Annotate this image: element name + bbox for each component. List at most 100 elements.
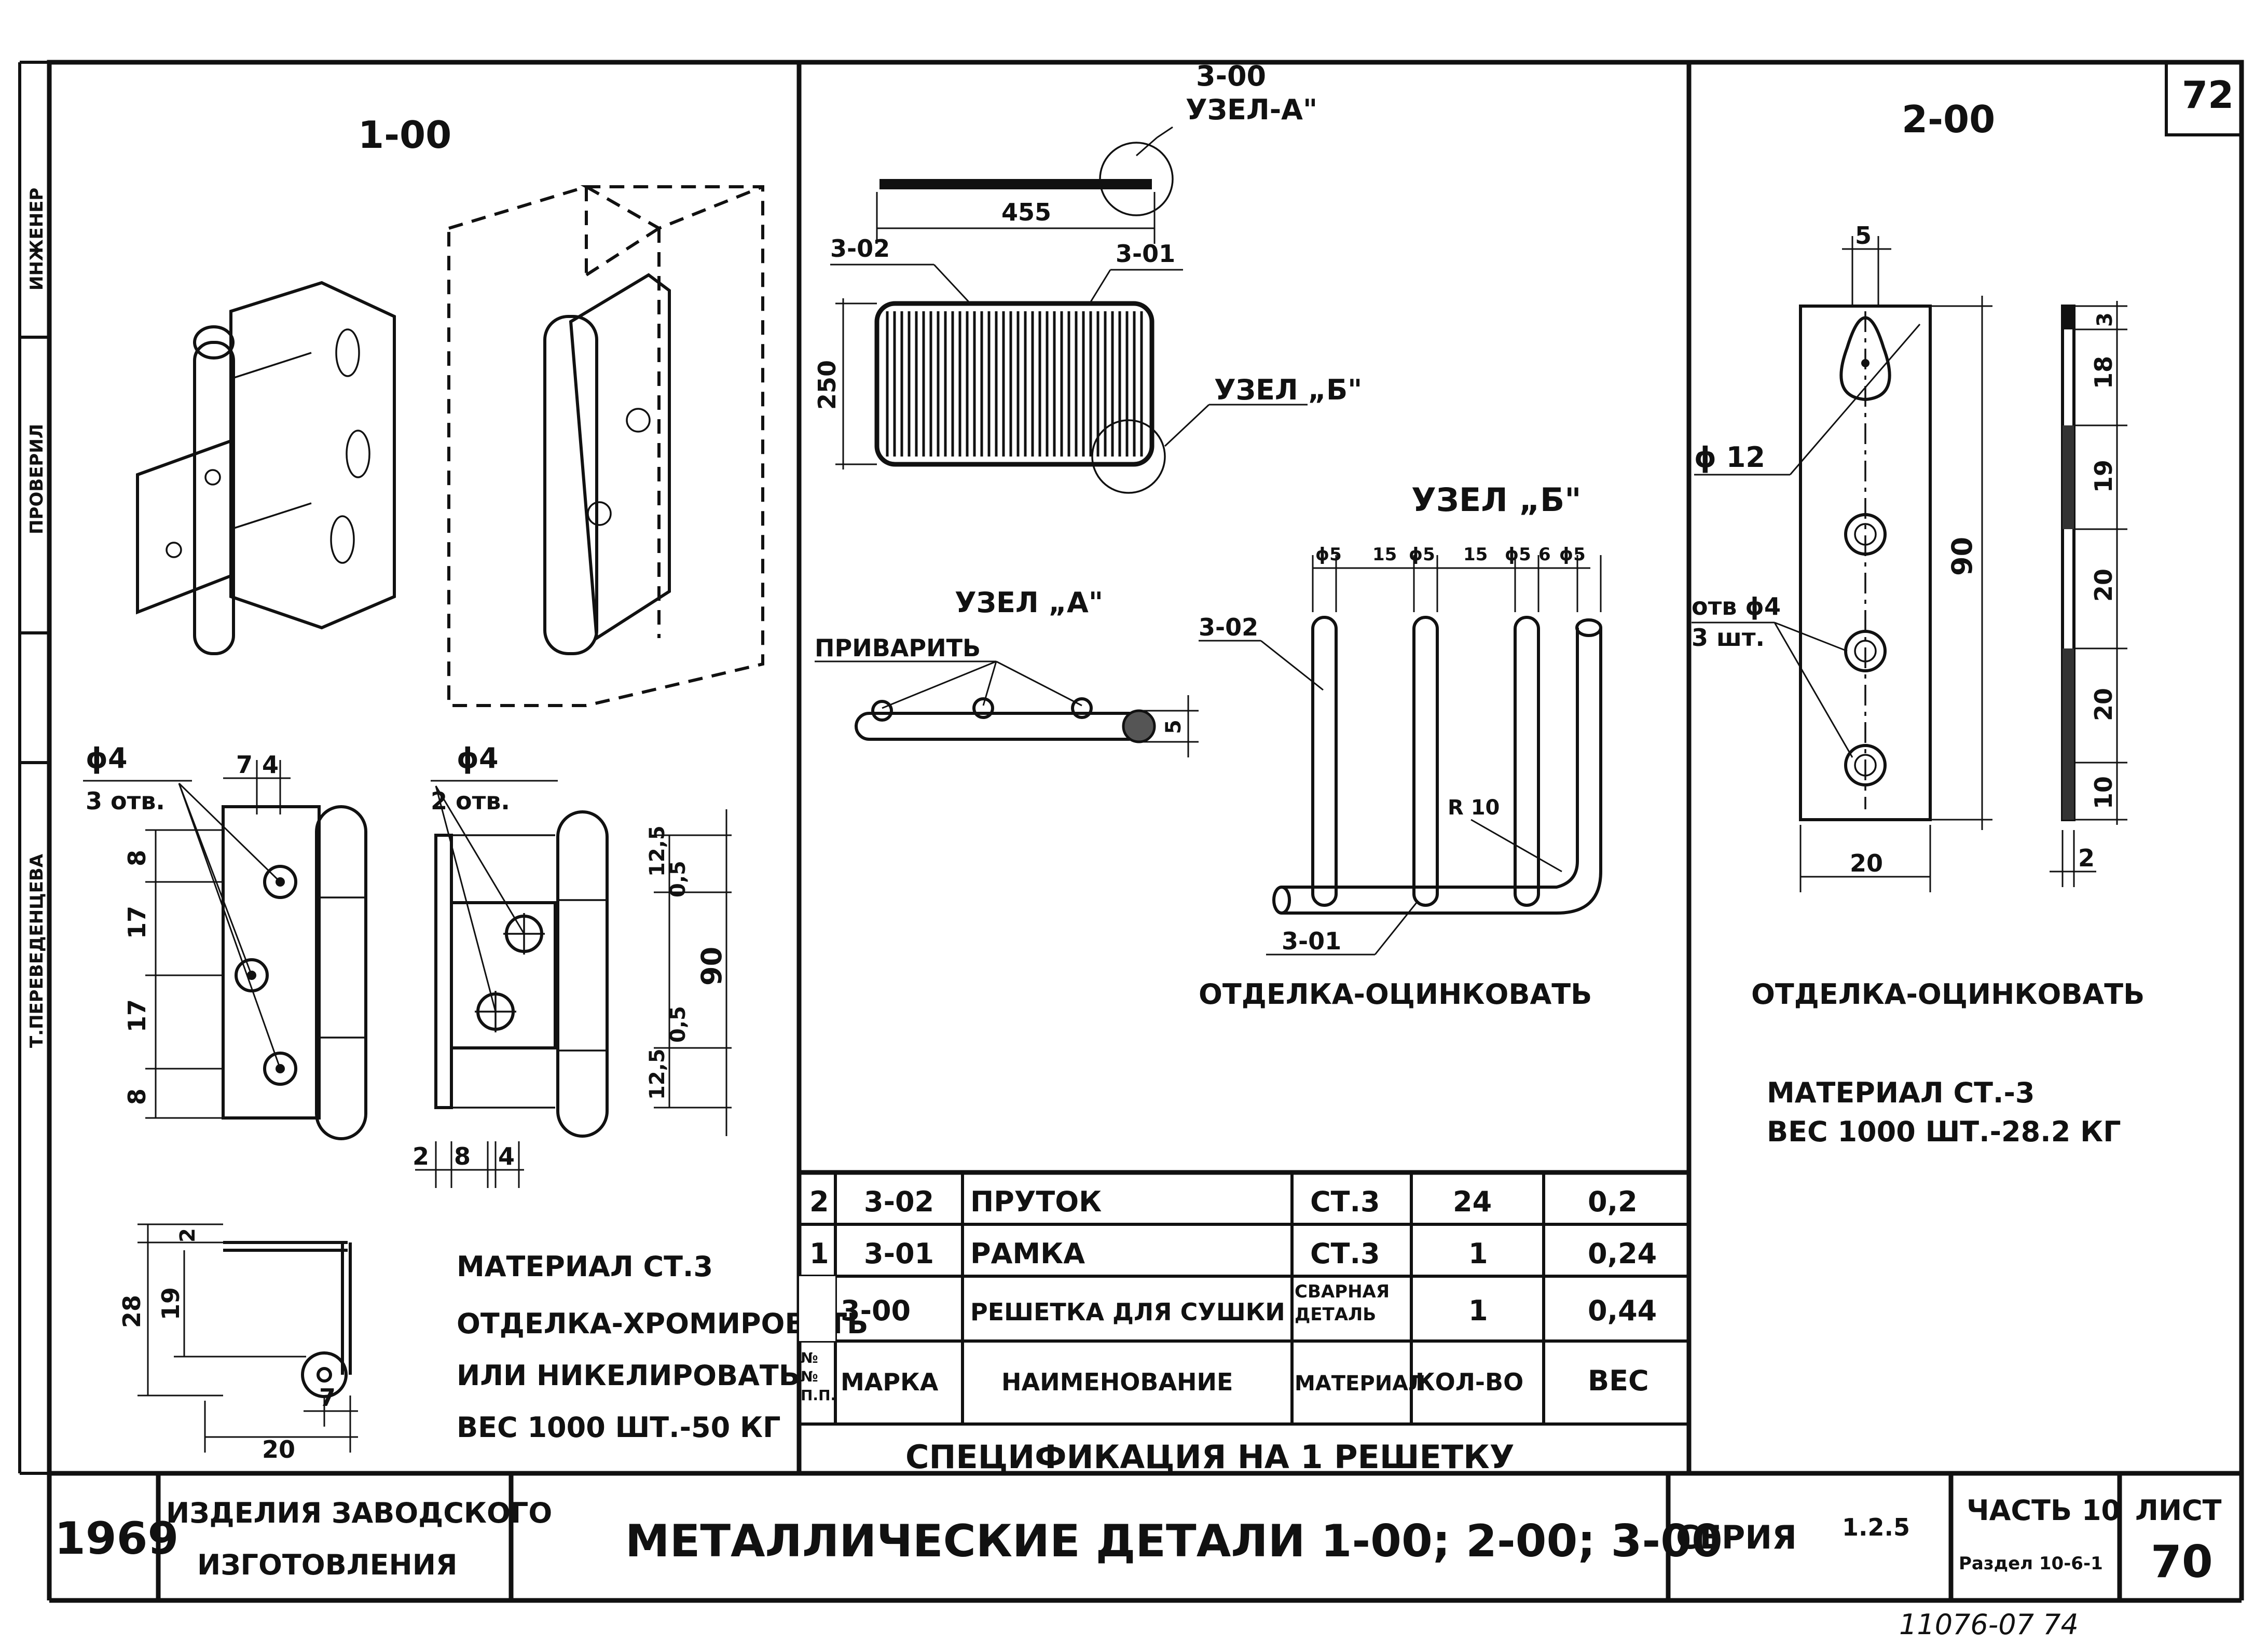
title-part-label: ЧАСТЬ 10	[1967, 1494, 2121, 1527]
part-3-height: 250	[813, 360, 841, 410]
hinge-profile-view: 2 28 19 7 20	[118, 1223, 358, 1463]
part-1-profile-dim-2: 19	[157, 1287, 185, 1320]
part-2-finish: ОТДЕЛКА-ОЦИНКОВАТЬ	[1751, 978, 2145, 1011]
part-1-finish-2: ИЛИ НИКЕЛИРОВАТЬ	[457, 1359, 800, 1392]
margin-stamp-drawn: Т.ПЕРЕВЕДЕНЦЕВА	[26, 853, 47, 1048]
part-2-00: 2-00 5 ϕ 12 отв ϕ4 3 шт. 90 20	[1692, 98, 2145, 1148]
spec-row-2-material: СВАРНАЯ ДЕТАЛЬ	[1295, 1281, 1390, 1325]
spec-row-0-material: СТ.3	[1310, 1185, 1380, 1218]
part-1-dim-right-2: 90	[695, 947, 728, 986]
hinge-box-view	[447, 185, 764, 707]
title-sheet-label: ЛИСТ	[2135, 1494, 2222, 1527]
part-3-weld-label: ПРИВАРИТЬ	[815, 634, 981, 662]
part-2-dim-top: 5	[1855, 222, 1872, 250]
part-3-node-b-part-01: 3-01	[1282, 927, 1341, 955]
spec-row-0-qty: 24	[1453, 1185, 1492, 1218]
spec-row-1-weight: 0,24	[1588, 1237, 1657, 1270]
part-1-hole-count-b: 2 отв.	[431, 787, 510, 815]
part-3-node-b-title: УЗЕЛ „Б"	[1411, 481, 1582, 519]
spec-row-2-material-box: СВАРНАЯ ДЕТАЛЬ	[1295, 1281, 1390, 1325]
node-b-dim-ticks	[1312, 555, 1602, 612]
title-series: 1.2.5	[1842, 1513, 1910, 1541]
part-3-node-a-ref: УЗЕЛ-А"	[1186, 93, 1317, 126]
spec-row-1-num: 1	[809, 1237, 829, 1270]
part-3-part-01-label: 3-01	[1116, 240, 1175, 268]
part-2-dim-keyhole: ϕ 12	[1694, 441, 1765, 474]
part-1-dim-left-0: 8	[123, 850, 151, 866]
top-sheet-number: 72	[2182, 73, 2234, 117]
part-3-node-b-ref: УЗЕЛ „Б"	[1214, 374, 1362, 406]
part-1-hole-label-b: ϕ4	[457, 742, 499, 775]
part-2-side-thickness: 2	[2078, 844, 2095, 872]
hinge-side-view: ϕ4 2 отв. 12,5 0,5 90 0,5 12,5 2 8 4	[413, 742, 732, 1188]
spec-row-1-material: СТ.3	[1310, 1237, 1380, 1270]
part-3-finish: ОТДЕЛКА-ОЦИНКОВАТЬ	[1199, 978, 1592, 1011]
part-1-profile-dim-3: 7	[319, 1384, 336, 1412]
spec-header-material: МАТЕРИАЛ	[1295, 1372, 1425, 1396]
part-1-dim-bottom-0: 2	[413, 1142, 429, 1170]
margin-stamps: ИНЖЕНЕР ПРОВЕРИЛ Т.ПЕРЕВЕДЕНЦЕВА	[26, 188, 47, 1048]
part-2-weight: ВЕС 1000 ШТ.-28.2 КГ	[1767, 1115, 2121, 1148]
spec-row-2-mark: 3-00	[841, 1294, 911, 1327]
part-1-dim-top-1: 4	[262, 751, 279, 779]
part-2-side-dim-5: 10	[2090, 776, 2118, 809]
part-2-side-dim-4: 20	[2090, 688, 2118, 721]
spec-caption: СПЕЦИФИКАЦИЯ НА 1 РЕШЕТКУ	[905, 1438, 1515, 1476]
part-1-title: 1-00	[358, 113, 451, 157]
part-3-node-b-dim-1: 15	[1372, 544, 1397, 565]
spec-row-0-num: 2	[809, 1185, 829, 1218]
spec-row-2-weight: 0,44	[1588, 1294, 1657, 1327]
title-series-label: СЕРИЯ	[1676, 1518, 1797, 1556]
title-category-2: ИЗГОТОВЛЕНИЯ	[197, 1549, 457, 1581]
part-3-node-a-title: УЗЕЛ „А"	[955, 586, 1103, 619]
part-1-profile-dim-4: 20	[262, 1435, 295, 1463]
hinge-iso-view	[136, 281, 396, 655]
part-1-dim-right-1: 0,5	[666, 861, 690, 897]
part-1-material: МАТЕРИАЛ СТ.3	[457, 1250, 713, 1283]
part-2-hole-label: отв ϕ4	[1692, 592, 1781, 620]
title-block: 1969 ИЗДЕЛИЯ ЗАВОДСКОГО ИЗГОТОВЛЕНИЯ МЕТ…	[54, 1473, 2222, 1600]
spec-header-num-box: №№ П.П.	[801, 1349, 835, 1404]
part-2-dim-height: 90	[1946, 537, 1978, 576]
part-1-dim-left-3: 8	[123, 1088, 151, 1105]
part-1-dim-top-0: 7	[236, 751, 253, 779]
spec-header-qty: КОЛ-ВО	[1415, 1368, 1523, 1396]
part-2-side-dim-0: 3	[2093, 312, 2117, 327]
part-1-profile-dim-0: 2	[176, 1228, 200, 1242]
margin-stamp-engineer: ИНЖЕНЕР	[26, 188, 47, 291]
part-3-00: 3-00 УЗЕЛ-А" 455 3-02 3-01 250 УЗЕЛ „Б" …	[813, 60, 1602, 1011]
part-3-node-b-dim-3: 15	[1463, 544, 1488, 565]
spec-row-1-name: РАМКА	[970, 1237, 1085, 1270]
title-section: Раздел 10-6-1	[1959, 1553, 2103, 1574]
footer-code: 11076-07 74	[1899, 1608, 2079, 1641]
hinge-front-view: ϕ4 3 отв. 8 17 17 8 7 4	[83, 742, 367, 1140]
part-3-part-02-label: 3-02	[830, 234, 890, 263]
margin-stamp-checked: ПРОВЕРИЛ	[26, 424, 47, 534]
spec-header-mark: МАРКА	[841, 1368, 939, 1396]
sheet-frame	[18, 60, 2244, 1603]
title-main: МЕТАЛЛИЧЕСКИЕ ДЕТАЛИ 1-00; 2-00; 3-00	[625, 1515, 1723, 1567]
part-2-dim-width: 20	[1850, 849, 1883, 877]
part-3-weld-dim: 5	[1162, 720, 1186, 734]
title-category-1: ИЗДЕЛИЯ ЗАВОДСКОГО	[166, 1497, 552, 1529]
part-1-dim-bottom-2: 4	[498, 1142, 515, 1170]
part-1-dim-right-0: 12,5	[645, 825, 669, 877]
spec-row-1-qty: 1	[1468, 1237, 1488, 1270]
part-3-node-b-dim-5: 6	[1538, 544, 1551, 565]
part-1-dim-left-2: 17	[123, 999, 151, 1032]
part-1-profile-dim-1: 28	[118, 1295, 146, 1328]
part-1-hole-label-a: ϕ4	[86, 742, 128, 775]
part-2-hole-count: 3 шт.	[1692, 624, 1765, 652]
spec-table: 2 3-02 ПРУТОК СТ.3 24 0,2 1 3-01 РАМКА С…	[799, 1170, 1689, 1476]
part-3-node-b-dim-6: ϕ5	[1559, 544, 1586, 565]
part-3-node-b-dim-4: ϕ5	[1505, 544, 1531, 565]
part-1-dim-right-4: 12,5	[645, 1048, 669, 1100]
part-1-dim-right-3: 0,5	[666, 1006, 690, 1043]
title-year: 1969	[54, 1513, 178, 1565]
top-sheet-number-box: 72	[2165, 61, 2243, 136]
title-sheet: 70	[2151, 1536, 2213, 1588]
part-2-side-dim-1: 18	[2090, 356, 2118, 389]
node-b-rods	[1272, 616, 1602, 915]
part-1-00: 1-00	[83, 113, 868, 1463]
